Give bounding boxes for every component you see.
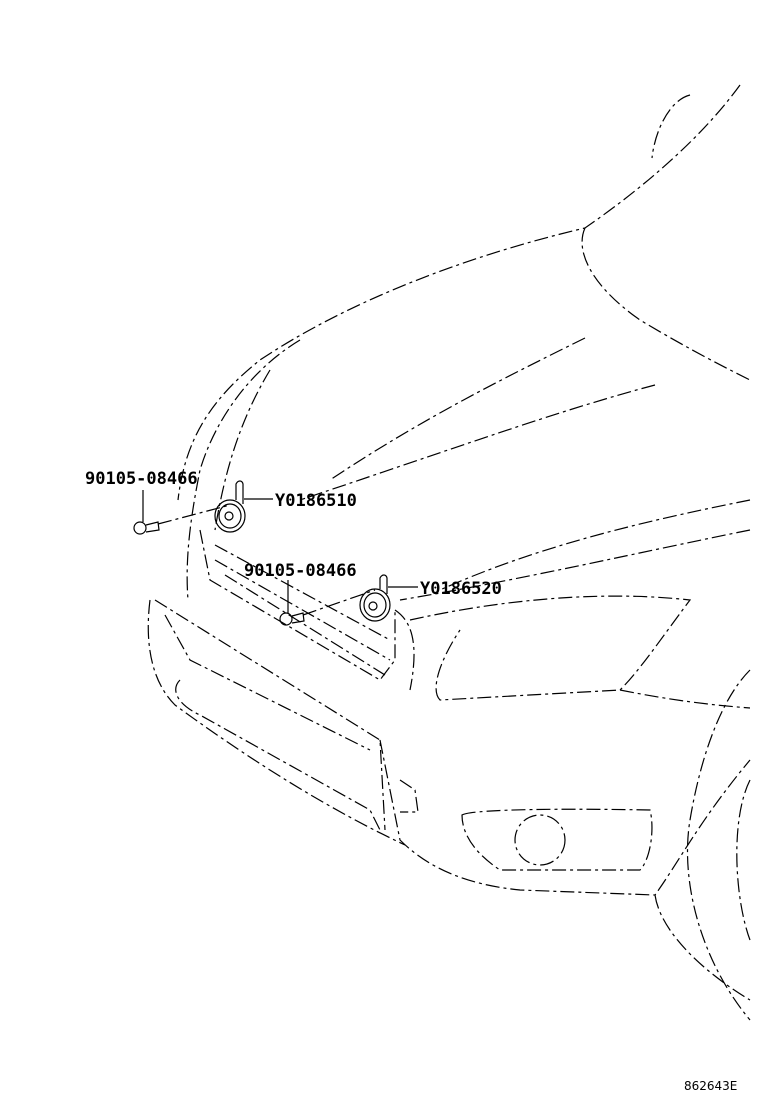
callout-bolt-right: 90105-08466 (244, 561, 357, 581)
horn-left (214, 480, 246, 533)
callout-bolt-left: 90105-08466 (85, 469, 198, 489)
bolt-right (279, 580, 376, 626)
illustration-id: 862643E (684, 1079, 737, 1093)
horn-right (359, 574, 391, 622)
vehicle-outline (147, 84, 751, 1021)
leader-lines (244, 498, 418, 588)
callout-horn-left: Y0186510 (275, 491, 357, 511)
callout-horn-right: Y0186520 (420, 579, 502, 599)
bolt-left (133, 490, 231, 535)
